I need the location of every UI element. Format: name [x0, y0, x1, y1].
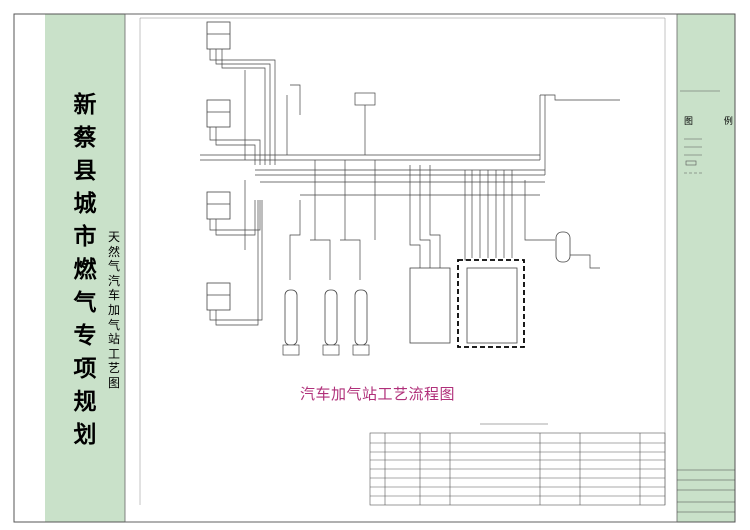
plan-title-char: 蔡: [73, 124, 97, 151]
subtitle-char: 气: [107, 259, 120, 274]
plan-title-char: 气: [73, 289, 97, 316]
plan-title-char: 规: [73, 388, 97, 415]
dispenser-a: [409, 267, 451, 344]
inner-border: [124, 13, 678, 523]
plan-title-char: 专: [73, 322, 97, 349]
plan-title-char: 县: [73, 157, 97, 184]
subtitle-char: 然: [107, 244, 120, 259]
legend-symbols: [680, 90, 720, 174]
subtitle-char: 汽: [107, 273, 120, 288]
plan-title-char: 燃: [73, 256, 97, 283]
plan-title-char: 项: [73, 355, 97, 382]
legend-heading: 图 例: [684, 117, 747, 127]
drawing-subtitle-vertical: 天然气汽车加气站工艺图: [105, 230, 123, 391]
plan-title-vertical: 新蔡县城市燃气专项规划: [68, 88, 102, 451]
subtitle-char: 加: [107, 302, 120, 317]
subtitle-char: 天: [107, 230, 120, 244]
subtitle-char: 艺: [107, 361, 120, 376]
subtitle-char: 工: [107, 346, 120, 361]
right-legend-band: [677, 14, 735, 522]
diagram-title: 汽车加气站工艺流程图: [300, 385, 456, 403]
left-title-band: [45, 14, 125, 522]
dispenser-b: [466, 267, 518, 344]
compressor-units: [206, 21, 231, 311]
subtitle-char: 气: [107, 317, 120, 332]
plan-title-char: 城: [73, 190, 97, 217]
subtitle-char: 站: [107, 332, 120, 347]
plan-title-char: 新: [73, 91, 97, 118]
highlighted-dispenser-frame: [457, 259, 525, 348]
plan-title-char: 市: [73, 223, 97, 250]
subtitle-char: 图: [107, 375, 120, 390]
title-block: [677, 469, 735, 513]
subtitle-char: 车: [107, 288, 120, 303]
plan-title-char: 划: [73, 421, 97, 448]
equipment-table: [369, 423, 666, 506]
